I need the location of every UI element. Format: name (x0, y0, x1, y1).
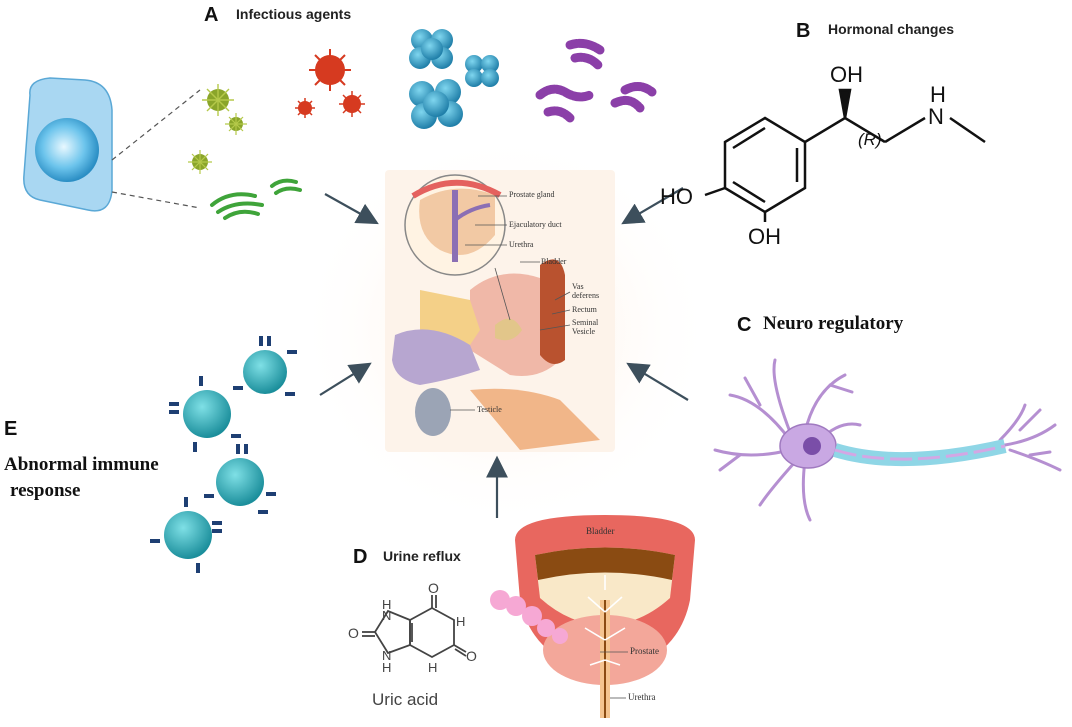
blue-coccus-clusters (409, 29, 499, 129)
panel-c-letter: C (737, 314, 752, 336)
epi-h: H (930, 82, 946, 107)
penis (392, 329, 480, 385)
label-urethra: Urethra (509, 240, 534, 249)
epi-r-label: (R) (858, 130, 882, 149)
uric-acid-structure (362, 595, 467, 659)
label-bladder: Bladder (541, 257, 567, 266)
green-spiky-pathogens (188, 84, 247, 174)
label-ejaculatory-duct: Ejaculatory duct (509, 220, 562, 229)
uric-o2: O (466, 648, 477, 664)
uric-o1: O (428, 580, 439, 596)
arrow-from-c (626, 362, 689, 401)
epi-oh-top: OH (830, 62, 863, 87)
panel-a-title: Infectious agents (236, 6, 352, 22)
label-vesicle: Vesicle (572, 327, 596, 336)
arrow-from-a (324, 193, 379, 225)
uric-n2: N (382, 648, 392, 663)
label-seminal: Seminal (572, 318, 599, 327)
epi-n: N (928, 104, 944, 129)
panel-b-title: Hormonal changes (828, 21, 955, 37)
panel-b-letter: B (796, 20, 811, 42)
reflux-label-bladder: Bladder (586, 526, 615, 536)
panel-d-title: Urine reflux (383, 548, 461, 564)
panel-e-letter: E (4, 418, 18, 440)
reflux-label-urethra: Urethra (628, 692, 656, 702)
host-cell (23, 77, 113, 212)
panel-d-letter: D (353, 546, 368, 568)
neuron-nucleus (803, 437, 821, 455)
neuron (713, 358, 1062, 522)
reflux-label-prostate: Prostate (630, 646, 659, 656)
panel-e-title-line1: Abnormal immune (4, 454, 159, 475)
red-virus-pathogens (295, 49, 365, 118)
epinephrine-structure (704, 88, 986, 222)
prostate-reflux-anatomy (490, 515, 695, 718)
uric-h2: H (382, 660, 392, 675)
uric-h1: H (382, 597, 392, 612)
purple-chain-pathogens (535, 38, 657, 123)
uric-o3: O (348, 625, 359, 641)
label-vas: Vas (572, 282, 584, 291)
label-prostate-gland: Prostate gland (509, 190, 555, 199)
epi-ho: HO (660, 184, 693, 209)
epi-oh-bottom: OH (748, 224, 781, 249)
uric-acid-caption: Uric acid (372, 690, 439, 709)
immune-cells (150, 336, 297, 573)
green-rod-pathogens (210, 178, 302, 220)
panel-e-title-line2: response (10, 480, 81, 501)
causal-arrows (319, 187, 689, 518)
uric-nh1: H (456, 614, 466, 629)
male-pelvis-anatomy (385, 170, 615, 452)
panel-c-title: Neuro regulatory (763, 313, 904, 334)
label-testicle: Testicle (477, 405, 502, 414)
zoom-lines (111, 89, 201, 209)
arrow-from-e (319, 362, 372, 396)
testicle (415, 388, 451, 436)
arrow-from-b (621, 187, 684, 225)
rectum (540, 259, 565, 364)
label-rectum: Rectum (572, 305, 597, 314)
cell-nucleus (35, 118, 99, 182)
label-deferens: deferens (572, 291, 600, 300)
uric-nh2: H (428, 660, 438, 675)
panel-a-letter: A (204, 4, 219, 26)
uric-n1: N (382, 608, 392, 623)
